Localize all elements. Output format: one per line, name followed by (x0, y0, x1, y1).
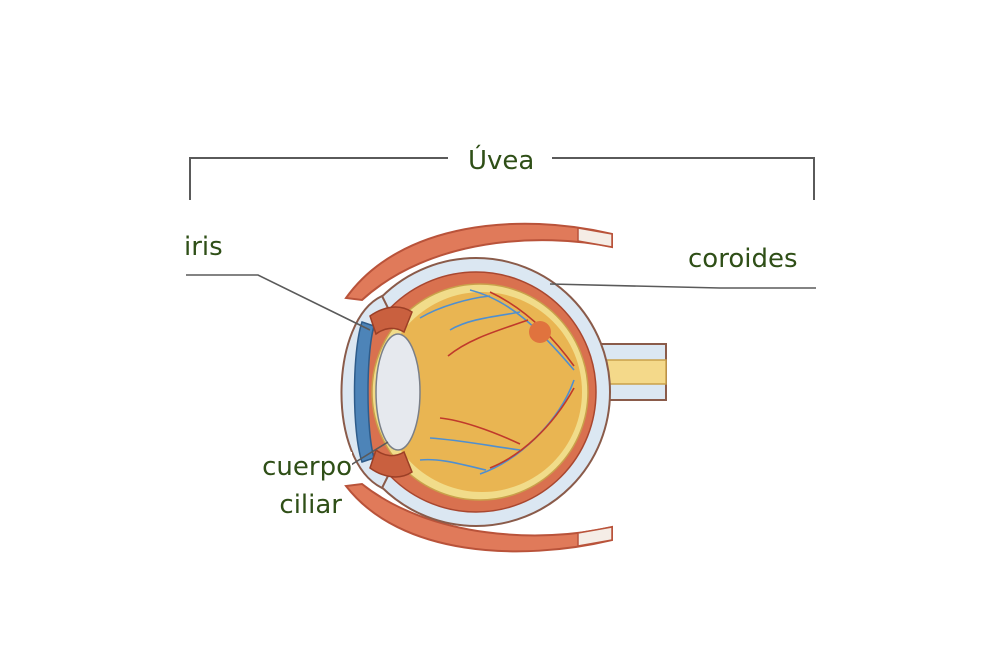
ciliary-body-label-line1: cuerpo (242, 452, 352, 482)
macula (529, 321, 551, 343)
lens (375, 333, 421, 451)
superior-muscle-tendon (577, 227, 613, 248)
leader-lines (186, 274, 816, 469)
ciliary-body-lower (369, 448, 413, 478)
red-vessels (439, 291, 575, 469)
iris-label: iris (184, 232, 223, 262)
blue-vessels (419, 289, 575, 475)
ciliary-leader-line (345, 441, 389, 469)
iris-leader-line (186, 274, 371, 331)
uvea-label: Úvea (462, 146, 541, 176)
inferior-muscle-tendon (577, 526, 613, 547)
ciliary-body-upper (369, 306, 413, 336)
uvea-bracket (189, 157, 815, 200)
coroides-label: coroides (688, 244, 798, 274)
ciliary-body-label-line2: ciliar (242, 490, 342, 520)
coroides-leader-line (549, 283, 816, 289)
